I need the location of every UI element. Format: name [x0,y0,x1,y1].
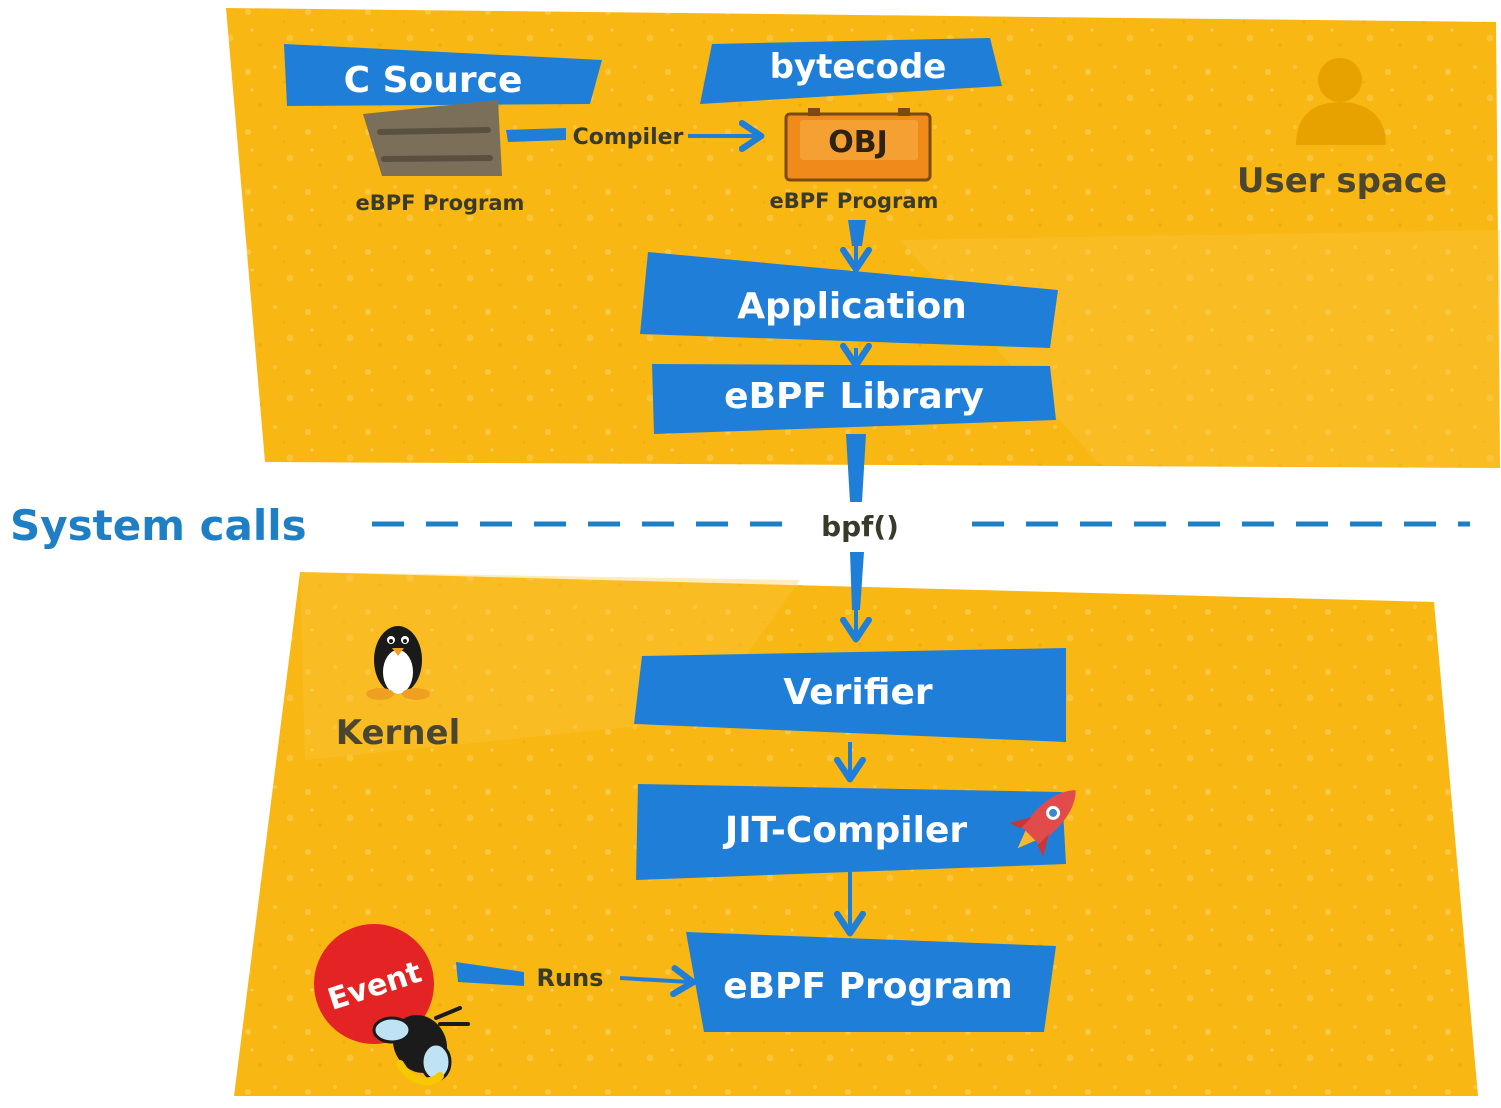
verifier-banner: Verifier [634,648,1066,742]
ebpf-library-title: eBPF Library [724,376,984,417]
bpf-call-label: bpf() [821,510,899,543]
verifier-title: Verifier [783,672,933,713]
application-title: Application [737,286,967,327]
runs-label: Runs [537,964,604,992]
bee-icon [372,1006,470,1086]
source-file-icon [363,100,502,176]
object-file-icon: OBJ [784,108,932,182]
kernel-label: Kernel [336,713,461,753]
bytecode-banner: bytecode [700,38,1002,104]
c-source-title: C Source [344,60,523,101]
application-banner: Application [640,252,1058,348]
ebpf-program-banner: eBPF Program [686,932,1056,1032]
system-calls-label: System calls [10,501,307,550]
system-calls-boundary: System calls [10,501,1470,550]
bpf-syscall-connector: bpf() [821,434,899,643]
compiler-arrow: Compiler [506,120,765,152]
bytecode-title: bytecode [770,47,947,87]
obj-badge: OBJ [828,125,888,160]
user-space-label: User space [1237,161,1447,201]
ebpf-library-banner: eBPF Library [652,364,1056,434]
jit-compiler-banner: JIT-Compiler [636,784,1066,880]
bytecode-caption: eBPF Program [770,189,939,213]
arrow-bytecode-to-application [840,220,872,273]
compiler-label: Compiler [573,125,684,150]
rocket-icon [1009,790,1076,857]
event-badge: Event [314,924,434,1044]
user-icon [1296,58,1386,145]
jit-compiler-title: JIT-Compiler [722,810,968,851]
linux-penguin-icon [366,626,430,700]
runs-arrow: Runs [456,962,697,998]
c-source-caption: eBPF Program [356,191,525,215]
c-source-banner: C Source [284,44,602,106]
ebpf-program-title: eBPF Program [723,966,1013,1007]
